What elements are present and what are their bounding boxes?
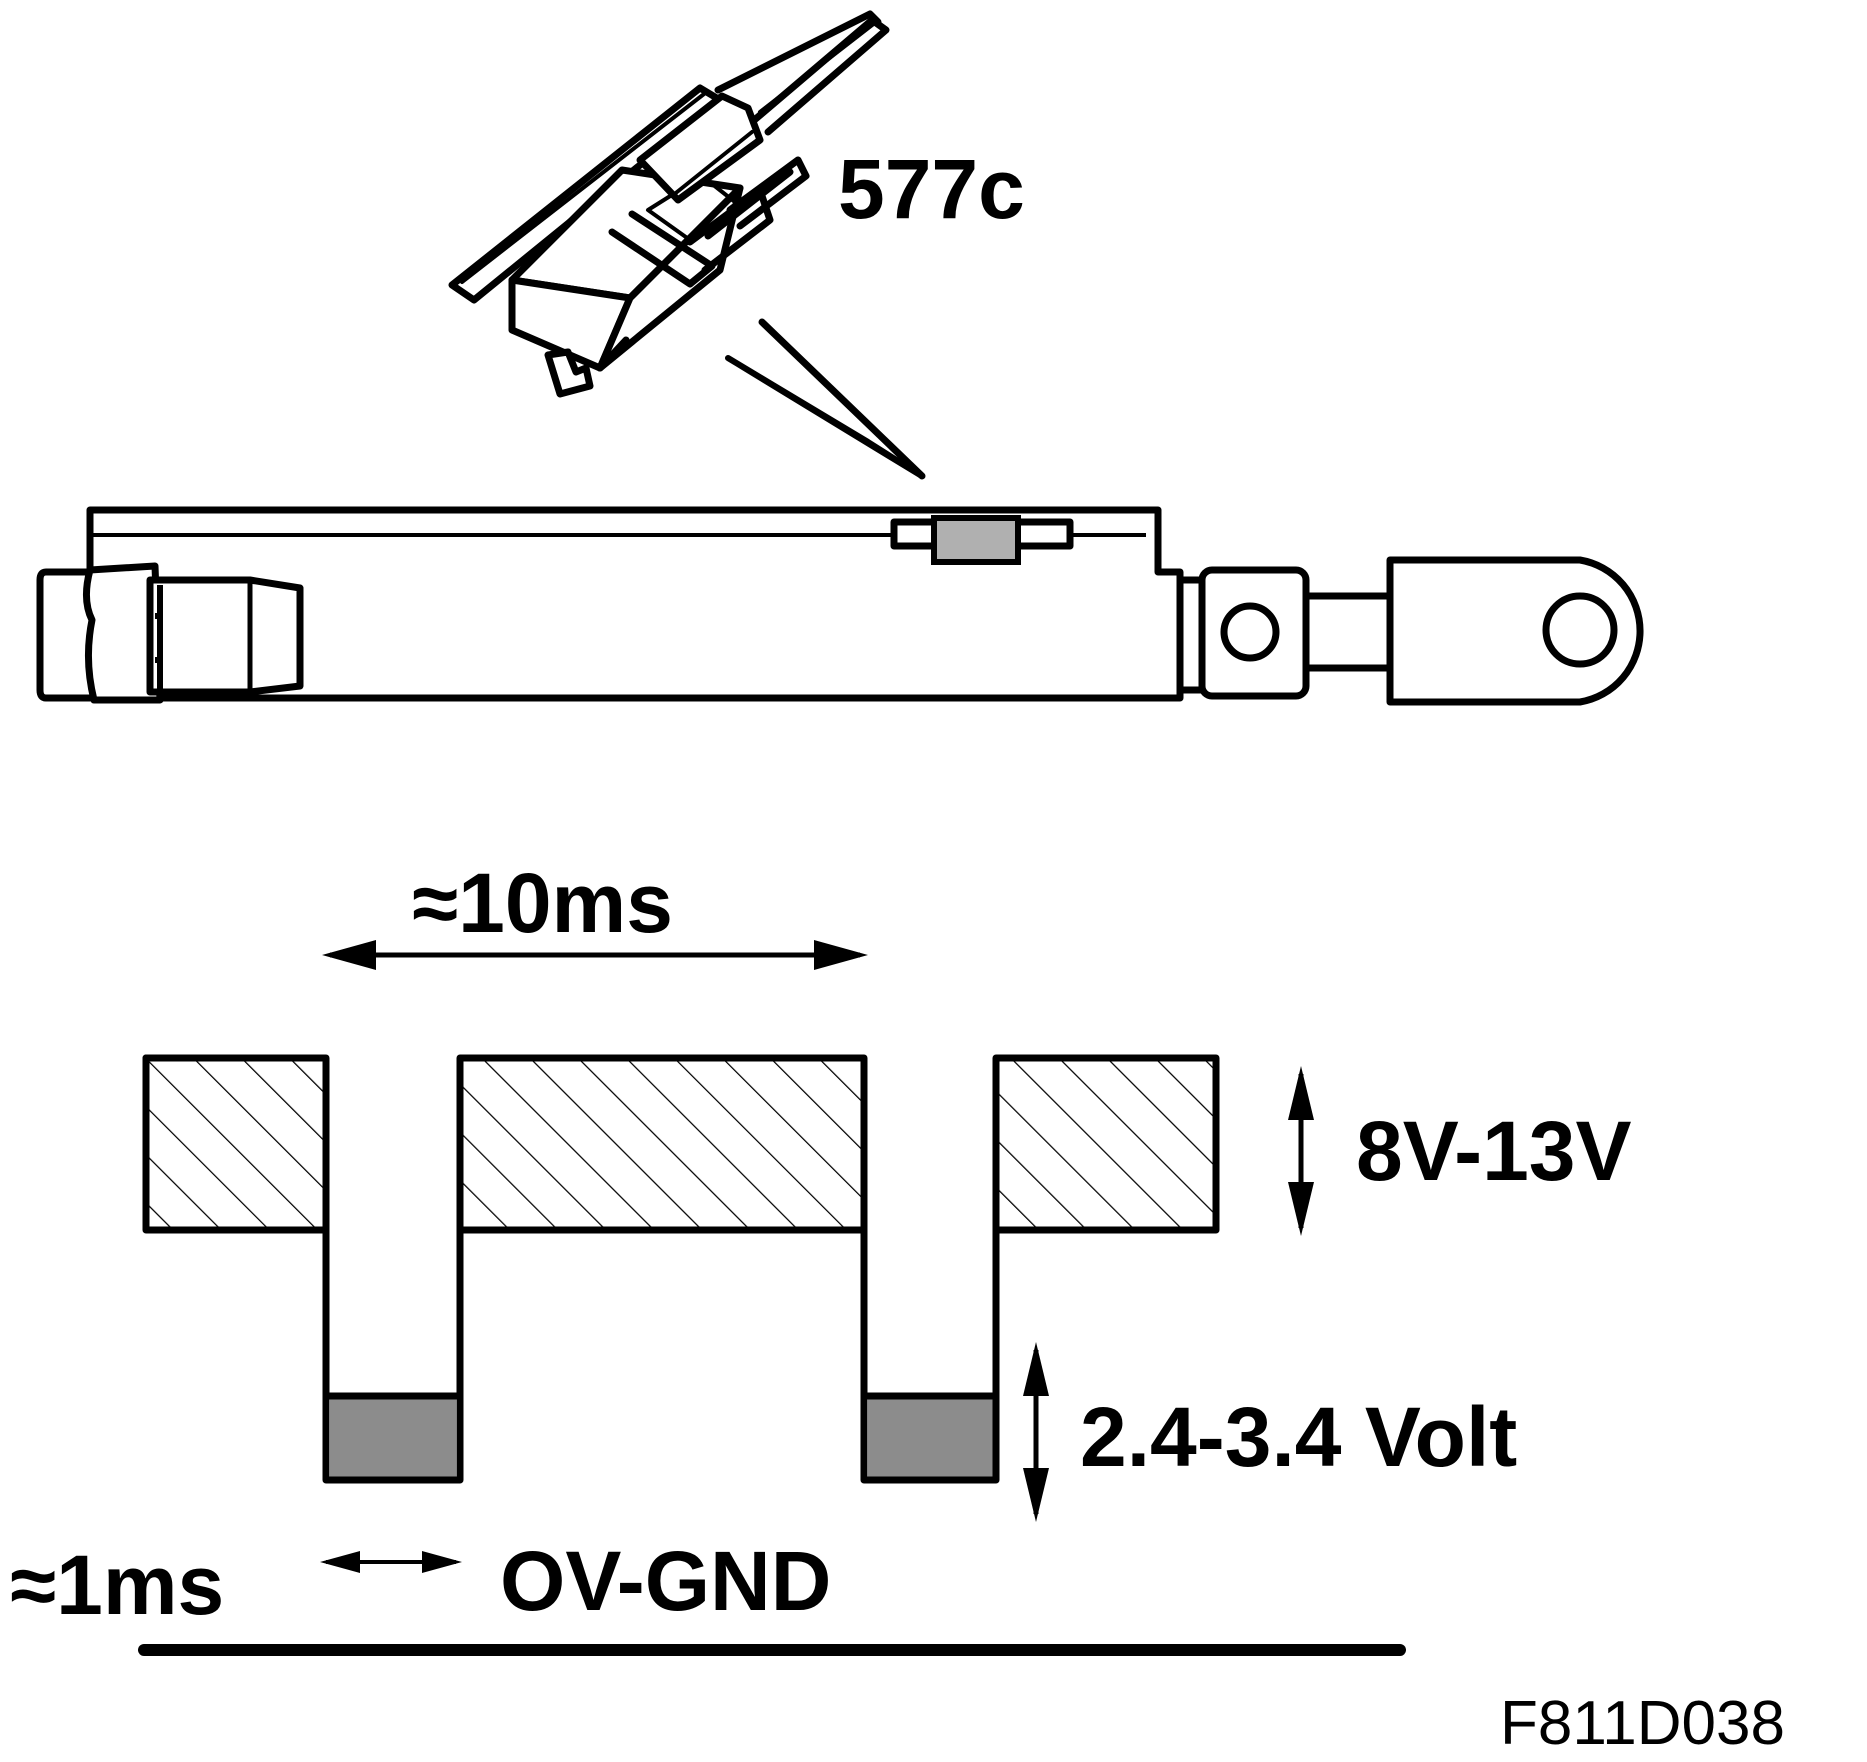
high-level-block: [460, 1058, 864, 1230]
high-level-block: [146, 1058, 326, 1230]
period-dimension-arrow: [322, 940, 868, 970]
linear-actuator-illustration: [36, 506, 1644, 706]
part-number-label: 577c: [838, 142, 1025, 236]
ground-label: OV-GND: [500, 1534, 831, 1628]
pwm-signal-waveform: [142, 1054, 1220, 1484]
high-level-block: [996, 1058, 1216, 1230]
sensor-connector-illustration: [448, 10, 890, 398]
pulse-width-label: ≈1ms: [10, 1538, 224, 1632]
figure-code: F811D038: [1500, 1689, 1785, 1758]
low-voltage-dimension-arrow: [1023, 1342, 1049, 1522]
period-label: ≈10ms: [412, 856, 673, 950]
high-voltage-label: 8V-13V: [1356, 1104, 1632, 1198]
low-voltage-label: 2.4-3.4 Volt: [1080, 1390, 1517, 1484]
pulse-width-dimension-arrow: [320, 1551, 462, 1573]
low-level-block: [868, 1396, 994, 1480]
high-voltage-dimension-arrow: [1288, 1066, 1314, 1236]
leader-pointer: [725, 318, 926, 480]
low-level-block: [330, 1396, 456, 1480]
